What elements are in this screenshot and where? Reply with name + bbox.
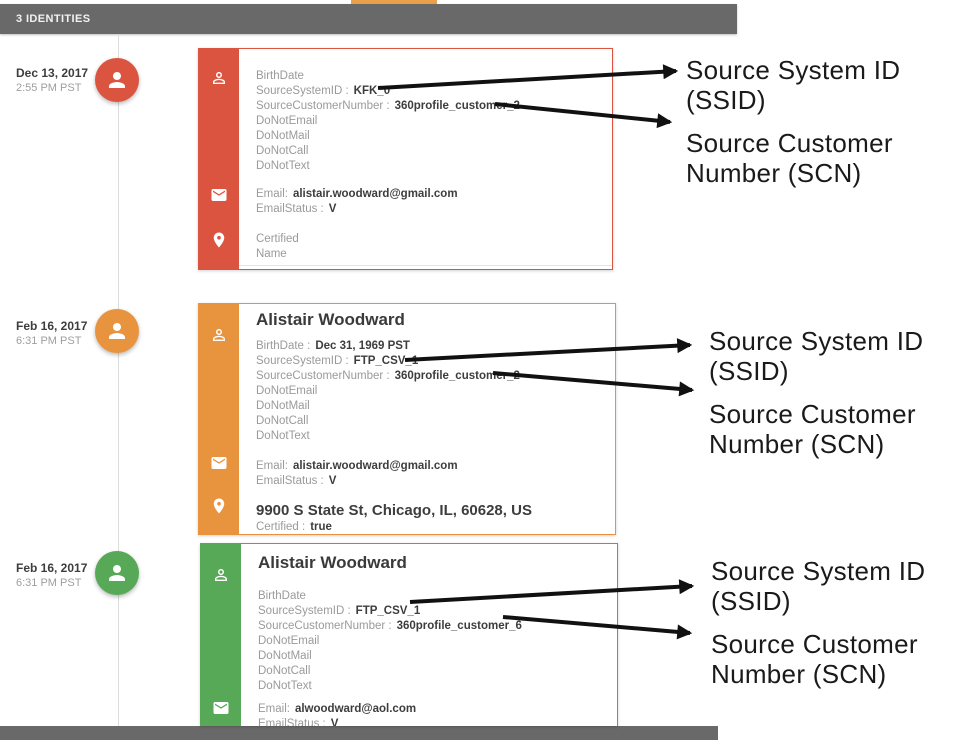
attributes-section: BirthDate SourceSystemID :KFK_0 SourceCu… bbox=[256, 69, 612, 174]
address-line: 9900 S State St, Chicago, IL, 60628, US bbox=[256, 502, 532, 519]
email-status-row: EmailStatus :V bbox=[258, 718, 339, 726]
attribute-row: DoNotText bbox=[256, 430, 310, 442]
tab-strip bbox=[0, 0, 737, 4]
person-outline-icon bbox=[215, 569, 227, 581]
location-pin-icon bbox=[213, 232, 225, 248]
email-row: Email:alwoodward@aol.com bbox=[258, 703, 417, 715]
identity-dot-1[interactable] bbox=[95, 58, 139, 102]
person-icon bbox=[109, 323, 125, 339]
location-row: Name bbox=[256, 248, 287, 260]
location-section: 9900 S State St, Chicago, IL, 60628, US … bbox=[256, 502, 615, 534]
attribute-row: DoNotCall bbox=[256, 415, 309, 427]
timeline-date-2: Feb 16, 2017 6:31 PM PST bbox=[16, 319, 108, 348]
person-icon bbox=[109, 72, 125, 88]
email-icon bbox=[211, 189, 227, 201]
email-icon bbox=[211, 457, 227, 469]
attribute-row: SourceSystemID :FTP_CSV_1 bbox=[256, 355, 419, 367]
identity-name-title: Alistair Woodward bbox=[258, 553, 407, 572]
card-footer-divider bbox=[239, 265, 612, 266]
identities-header-bar: 3 IDENTITIES bbox=[0, 4, 737, 34]
time-label: 6:31 PM PST bbox=[16, 577, 82, 589]
identity-dot-2[interactable] bbox=[95, 309, 139, 353]
attributes-section: BirthDate :Dec 31, 1969 PST SourceSystem… bbox=[256, 339, 615, 444]
card-accent-stripe bbox=[201, 544, 241, 726]
attribute-row: BirthDate :Dec 31, 1969 PST bbox=[256, 340, 410, 352]
ssid-annotation: Source System ID (SSID) bbox=[686, 55, 901, 115]
date-label: Feb 16, 2017 bbox=[16, 561, 88, 575]
email-icon bbox=[213, 702, 229, 714]
timeline-line bbox=[118, 34, 119, 726]
email-section: Email:alistair.woodward@gmail.com EmailS… bbox=[256, 459, 615, 489]
email-section: Email:alwoodward@aol.com EmailStatus :V bbox=[258, 702, 617, 726]
attribute-row: SourceSystemID :KFK_0 bbox=[256, 85, 391, 97]
identity-card-1[interactable]: BirthDate SourceSystemID :KFK_0 SourceCu… bbox=[198, 48, 613, 270]
person-outline-icon bbox=[213, 329, 225, 341]
attribute-row: DoNotCall bbox=[258, 665, 311, 677]
card-accent-stripe bbox=[199, 304, 239, 534]
attribute-row: DoNotMail bbox=[256, 400, 310, 412]
location-row: Certified :true bbox=[256, 521, 332, 533]
scn-annotation: Source Customer Number (SCN) bbox=[709, 399, 916, 459]
attribute-row: SourceSystemID :FTP_CSV_1 bbox=[258, 605, 421, 617]
time-label: 6:31 PM PST bbox=[16, 335, 82, 347]
card-accent-stripe bbox=[199, 49, 239, 269]
active-tab-indicator bbox=[351, 0, 437, 4]
email-status-row: EmailStatus :V bbox=[256, 475, 337, 487]
identity-dot-3[interactable] bbox=[95, 551, 139, 595]
person-icon bbox=[109, 565, 125, 581]
timeline-date-1: Dec 13, 2017 2:55 PM PST bbox=[16, 66, 108, 95]
location-section: Certified Name bbox=[256, 232, 612, 262]
annotation-group-2: Source System ID (SSID) Source Customer … bbox=[709, 326, 960, 459]
attribute-row: BirthDate bbox=[258, 590, 306, 602]
attribute-row: SourceCustomerNumber :360profile_custome… bbox=[258, 620, 522, 632]
timeline-date-3: Feb 16, 2017 6:31 PM PST bbox=[16, 561, 108, 590]
email-status-row: EmailStatus :V bbox=[256, 203, 337, 215]
attribute-row: DoNotMail bbox=[258, 650, 312, 662]
identity-name-title: Alistair Woodward bbox=[256, 310, 405, 329]
date-label: Feb 16, 2017 bbox=[16, 319, 88, 333]
attribute-row: DoNotEmail bbox=[256, 385, 318, 397]
email-section: Email:alistair.woodward@gmail.com EmailS… bbox=[256, 187, 612, 217]
annotation-group-1: Source System ID (SSID) Source Customer … bbox=[686, 55, 946, 188]
ssid-annotation: Source System ID (SSID) bbox=[709, 326, 924, 386]
attribute-row: DoNotEmail bbox=[256, 115, 318, 127]
identity-card-2[interactable]: Alistair Woodward BirthDate :Dec 31, 196… bbox=[198, 303, 616, 535]
attribute-row: BirthDate bbox=[256, 70, 304, 82]
bottom-bar bbox=[0, 726, 718, 740]
identities-count-title: 3 IDENTITIES bbox=[16, 13, 91, 25]
attribute-row: SourceCustomerNumber :360profile_custome… bbox=[256, 100, 520, 112]
attributes-section: BirthDate SourceSystemID :FTP_CSV_1 Sour… bbox=[258, 589, 617, 694]
person-outline-icon bbox=[213, 72, 225, 84]
attribute-row: SourceCustomerNumber :360profile_custome… bbox=[256, 370, 520, 382]
attribute-row: DoNotText bbox=[256, 160, 310, 172]
attribute-row: DoNotMail bbox=[256, 130, 310, 142]
email-row: Email:alistair.woodward@gmail.com bbox=[256, 460, 458, 472]
scn-annotation: Source Customer Number (SCN) bbox=[711, 629, 918, 689]
ssid-annotation: Source System ID (SSID) bbox=[711, 556, 926, 616]
attribute-row: DoNotCall bbox=[256, 145, 309, 157]
annotation-group-3: Source System ID (SSID) Source Customer … bbox=[711, 556, 960, 689]
scn-annotation: Source Customer Number (SCN) bbox=[686, 128, 893, 188]
attribute-row: DoNotText bbox=[258, 680, 312, 692]
location-row: Certified bbox=[256, 233, 299, 245]
attribute-row: DoNotEmail bbox=[258, 635, 320, 647]
time-label: 2:55 PM PST bbox=[16, 82, 82, 94]
email-row: Email:alistair.woodward@gmail.com bbox=[256, 188, 458, 200]
location-pin-icon bbox=[213, 498, 225, 514]
identity-card-3[interactable]: Alistair Woodward BirthDate SourceSystem… bbox=[200, 543, 618, 726]
date-label: Dec 13, 2017 bbox=[16, 66, 89, 80]
